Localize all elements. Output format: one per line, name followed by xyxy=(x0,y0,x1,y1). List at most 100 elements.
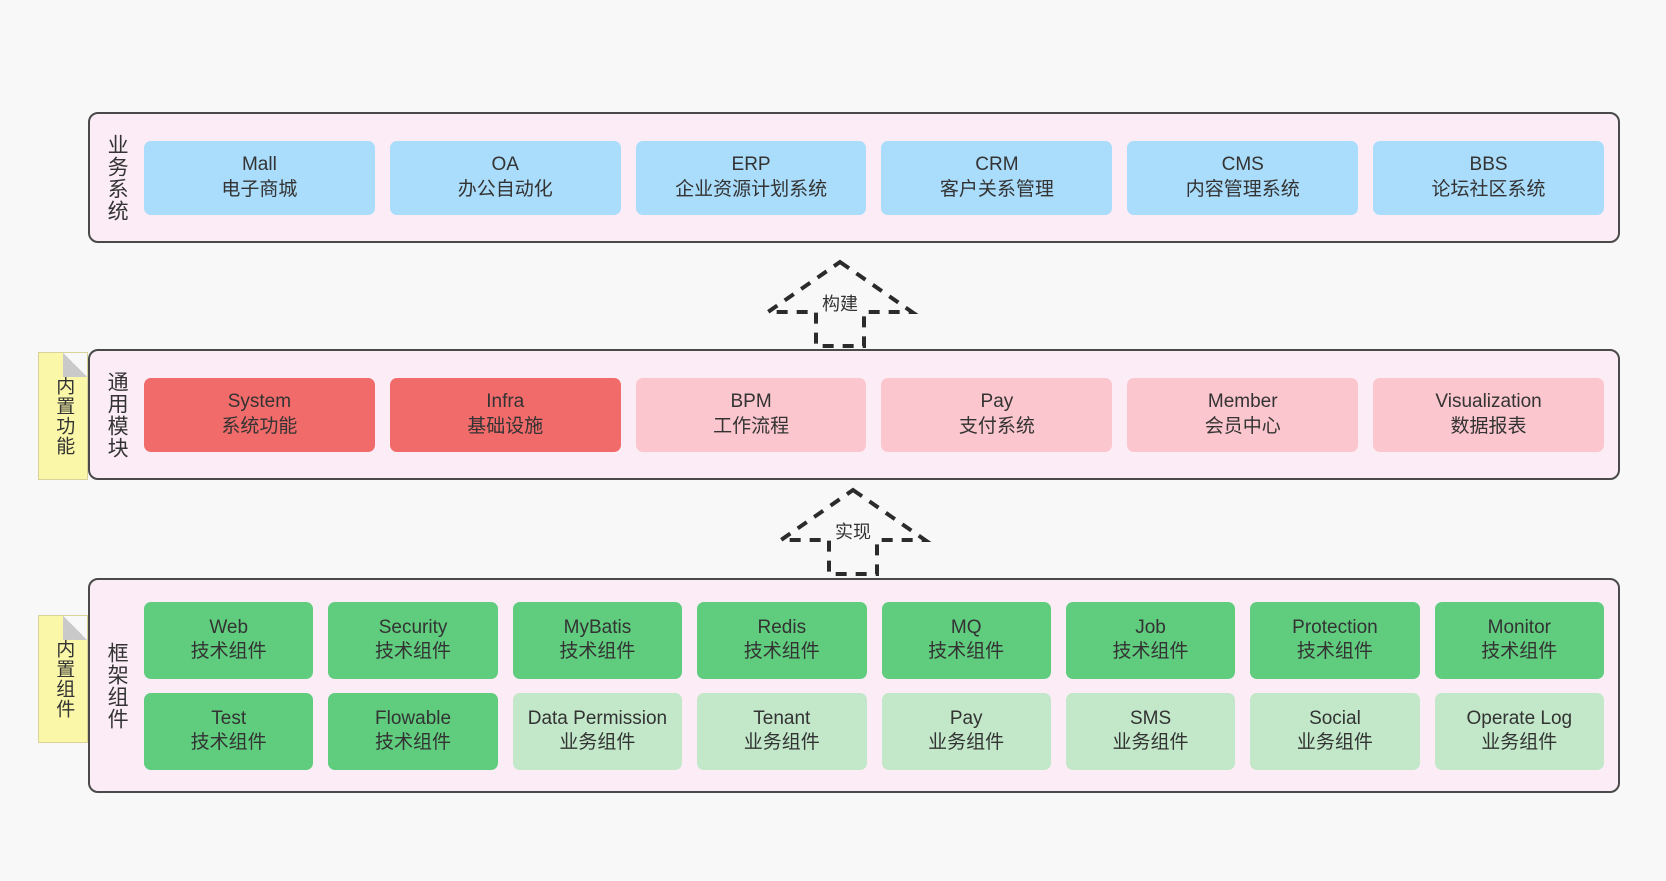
module-card-subtitle: 技术组件 xyxy=(928,641,1005,662)
module-card-name: Pay xyxy=(980,391,1014,413)
module-card-name: Redis xyxy=(757,616,807,638)
module-card-name: ERP xyxy=(731,154,771,176)
module-card-name: Monitor xyxy=(1487,616,1551,638)
module-card-name: Test xyxy=(211,707,247,729)
module-card-job[interactable]: Job 技术组件 xyxy=(1065,601,1236,679)
module-card-name: Tenant xyxy=(753,707,811,729)
module-card-test[interactable]: Test 技术组件 xyxy=(144,692,314,770)
note-builtin-function-label: 内置功能 xyxy=(53,376,75,456)
module-card-name: CRM xyxy=(975,154,1019,176)
module-card-subtitle: 业务组件 xyxy=(1112,732,1189,753)
module-card-redis[interactable]: Redis 技术组件 xyxy=(697,601,867,679)
module-card-name: OA xyxy=(491,154,519,176)
module-card-name: Infra xyxy=(486,391,525,413)
note-builtin-function: 内置功能 xyxy=(38,352,88,480)
module-card-subtitle: 会员中心 xyxy=(1204,415,1281,437)
module-card-subtitle: 技术组件 xyxy=(559,641,636,662)
module-card-name: Protection xyxy=(1292,616,1378,638)
module-card-subtitle: 系统功能 xyxy=(221,415,298,437)
module-card-subtitle: 业务组件 xyxy=(743,732,820,753)
module-card-subtitle: 技术组件 xyxy=(1112,641,1189,662)
module-card-monitor[interactable]: Monitor 技术组件 xyxy=(1434,601,1604,679)
module-card-tenant[interactable]: Tenant 业务组件 xyxy=(697,692,867,770)
module-card-subtitle: 办公自动化 xyxy=(457,178,553,200)
module-card-subtitle: 技术组件 xyxy=(375,732,452,753)
note-builtin-component: 内置组件 xyxy=(38,615,88,743)
module-card-social[interactable]: Social 业务组件 xyxy=(1250,692,1420,770)
module-card-name: CMS xyxy=(1221,154,1264,176)
connector-implement: 实现 xyxy=(773,486,933,578)
module-card-name: Data Permission xyxy=(527,707,668,729)
note-builtin-component-label: 内置组件 xyxy=(53,639,75,719)
module-card-subtitle: 基础设施 xyxy=(467,415,544,437)
module-card-subtitle: 论坛社区系统 xyxy=(1431,178,1546,200)
layer-framework-components-title: 框架组件 xyxy=(105,641,129,730)
module-card-mybatis[interactable]: MyBatis 技术组件 xyxy=(512,601,683,679)
module-card-security[interactable]: Security 技术组件 xyxy=(328,601,498,679)
module-card-subtitle: 内容管理系统 xyxy=(1185,178,1300,200)
layer-business-systems-title: 业务系统 xyxy=(105,133,129,222)
module-card-flowable[interactable]: Flowable 技术组件 xyxy=(328,692,498,770)
module-card-name: Flowable xyxy=(375,707,452,729)
module-card-name: Job xyxy=(1135,616,1166,638)
module-card-name: System xyxy=(227,391,292,413)
module-card-subtitle: 工作流程 xyxy=(713,415,790,437)
connector-build: 构建 xyxy=(760,258,920,350)
module-card-name: Web xyxy=(209,616,249,638)
module-card-subtitle: 技术组件 xyxy=(190,732,267,753)
module-card-operate-log[interactable]: Operate Log 业务组件 xyxy=(1434,692,1604,770)
module-card-name: Member xyxy=(1207,391,1278,413)
build-arrow-outline xyxy=(761,259,919,348)
module-card-subtitle: 技术组件 xyxy=(1481,641,1558,662)
module-card-subtitle: 客户关系管理 xyxy=(939,178,1054,200)
module-card-subtitle: 技术组件 xyxy=(743,641,820,662)
module-card-subtitle: 电子商城 xyxy=(221,178,298,200)
module-card-name: Pay xyxy=(949,707,983,729)
module-card-subtitle: 业务组件 xyxy=(1481,732,1558,753)
module-card-data-permission[interactable]: Data Permission 业务组件 xyxy=(512,692,683,770)
module-card-name: Mall xyxy=(241,154,277,176)
module-card-name: MyBatis xyxy=(563,616,632,638)
module-card-pay[interactable]: Pay 业务组件 xyxy=(881,692,1051,770)
module-card-name: BPM xyxy=(730,391,772,413)
module-card-name: Social xyxy=(1309,707,1361,729)
module-card-subtitle: 业务组件 xyxy=(559,732,636,753)
module-card-subtitle: 业务组件 xyxy=(928,732,1005,753)
module-card-name: Security xyxy=(378,616,448,638)
module-card-name: Operate Log xyxy=(1466,707,1573,729)
module-card-name: BBS xyxy=(1469,154,1508,176)
implement-arrow-outline xyxy=(774,487,932,576)
module-card-subtitle: 数据报表 xyxy=(1450,415,1527,437)
module-card-subtitle: 业务组件 xyxy=(1296,732,1373,753)
module-card-subtitle: 技术组件 xyxy=(375,641,452,662)
layer-common-modules-title: 通用模块 xyxy=(105,370,129,459)
module-card-subtitle: 支付系统 xyxy=(958,415,1035,437)
module-card-name: Visualization xyxy=(1435,391,1542,413)
